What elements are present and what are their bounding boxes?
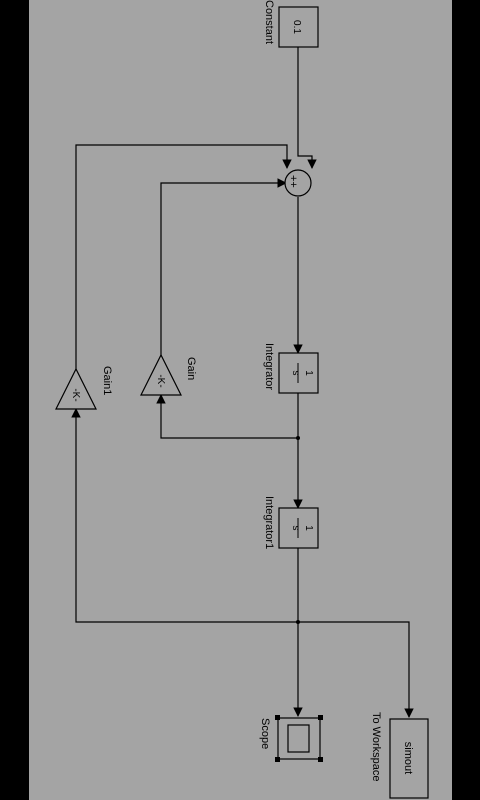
scope-label: Scope	[259, 718, 271, 749]
gain1-value: -K-	[70, 388, 81, 401]
to-workspace-block[interactable]: simout To Workspace	[370, 712, 429, 799]
integrator-numerator: 1	[303, 370, 314, 376]
scope-screen	[287, 724, 310, 753]
constant-value: 0.1	[291, 20, 302, 34]
constant-label: Constant	[263, 0, 275, 44]
to-workspace-label: To Workspace	[370, 712, 382, 782]
scope-block[interactable]: Scope	[259, 715, 323, 762]
selection-handle[interactable]	[318, 757, 323, 762]
model-canvas[interactable]: 0.1 Constant ++ 1 s Integrator 1 s Integ…	[29, 0, 452, 800]
integrator1-denominator: s	[290, 526, 301, 531]
wire-branch-workspace[interactable]	[298, 621, 414, 718]
integrator1-label: Integrator1	[263, 496, 275, 549]
junction-dot	[296, 436, 300, 440]
integrator1-numerator: 1	[303, 525, 314, 531]
gain-value: -K-	[155, 374, 166, 387]
constant-block[interactable]: 0.1 Constant	[263, 0, 319, 48]
gain-label: Gain	[185, 357, 197, 380]
signal-lines	[71, 47, 414, 718]
wire-gain-sum[interactable]	[160, 178, 287, 355]
selection-handle[interactable]	[275, 715, 280, 720]
to-workspace-value: simout	[402, 742, 414, 774]
wire-branch-gain[interactable]	[156, 394, 298, 439]
wire-gain1-sum[interactable]	[75, 144, 292, 383]
selection-handle[interactable]	[318, 715, 323, 720]
gain1-block[interactable]: -K- Gain1	[55, 366, 113, 410]
gain1-label: Gain1	[101, 366, 113, 395]
sum-block[interactable]: ++	[284, 169, 312, 197]
gain-block[interactable]: -K- Gain	[140, 353, 197, 396]
junction-dot	[296, 620, 300, 624]
integrator1-block[interactable]: 1 s Integrator1	[263, 496, 319, 549]
integrator-denominator: s	[290, 371, 301, 376]
wire-branch-gain1[interactable]	[71, 408, 298, 623]
integrator-label: Integrator	[263, 343, 275, 390]
wire-constant-sum[interactable]	[297, 47, 317, 169]
selection-handle[interactable]	[275, 757, 280, 762]
integrator-block[interactable]: 1 s Integrator	[263, 343, 319, 394]
sum-signs: ++	[287, 175, 299, 188]
